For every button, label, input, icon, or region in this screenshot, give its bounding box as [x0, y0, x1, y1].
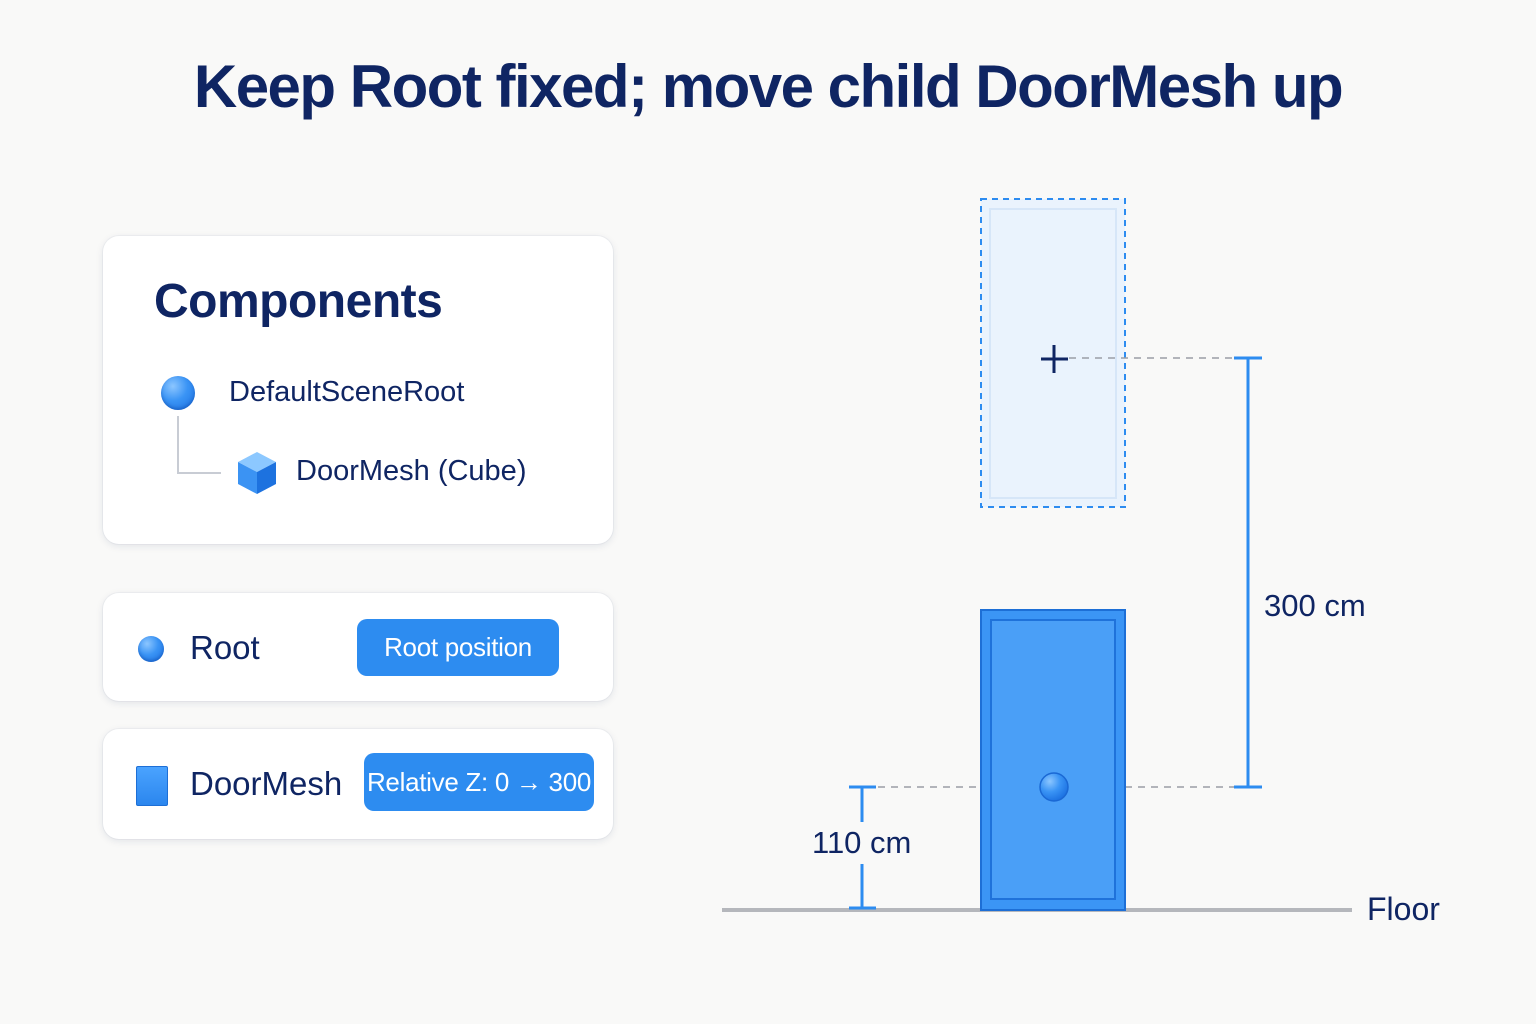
- tree-connector-vertical: [177, 416, 179, 474]
- root-position-badge: Root position: [357, 619, 559, 676]
- root-sphere: [1039, 772, 1069, 802]
- cube-icon: [238, 452, 276, 494]
- components-panel: Components DefaultSceneRoot DoorMesh (Cu…: [103, 236, 613, 544]
- root-row: Root Root position: [103, 593, 613, 701]
- door-mesh: [980, 609, 1126, 911]
- relative-z-badge: Relative Z: 0 → 300: [364, 753, 594, 811]
- sphere-icon: [138, 636, 164, 662]
- rectangle-icon: [136, 766, 168, 806]
- offset-label: 300 cm: [1264, 588, 1366, 623]
- root-height-label: 110 cm: [812, 825, 912, 860]
- root-height-dimension: [849, 785, 876, 910]
- components-heading: Components: [154, 275, 443, 328]
- doormesh-row: DoorMesh Relative Z: 0 → 300: [103, 729, 613, 839]
- offset-dimension: [1234, 356, 1262, 789]
- tree-item-default-scene-root[interactable]: DefaultSceneRoot: [229, 376, 465, 408]
- tree-item-doormesh[interactable]: DoorMesh (Cube): [296, 455, 527, 487]
- sphere-icon: [161, 376, 195, 410]
- page-title: Keep Root fixed; move child DoorMesh up: [193, 53, 1344, 120]
- doormesh-label: DoorMesh: [190, 765, 343, 802]
- tree-connector-horizontal: [177, 472, 221, 474]
- root-label: Root: [190, 629, 260, 666]
- floor-label: Floor: [1367, 891, 1440, 927]
- crosshair-icon: [1041, 345, 1068, 373]
